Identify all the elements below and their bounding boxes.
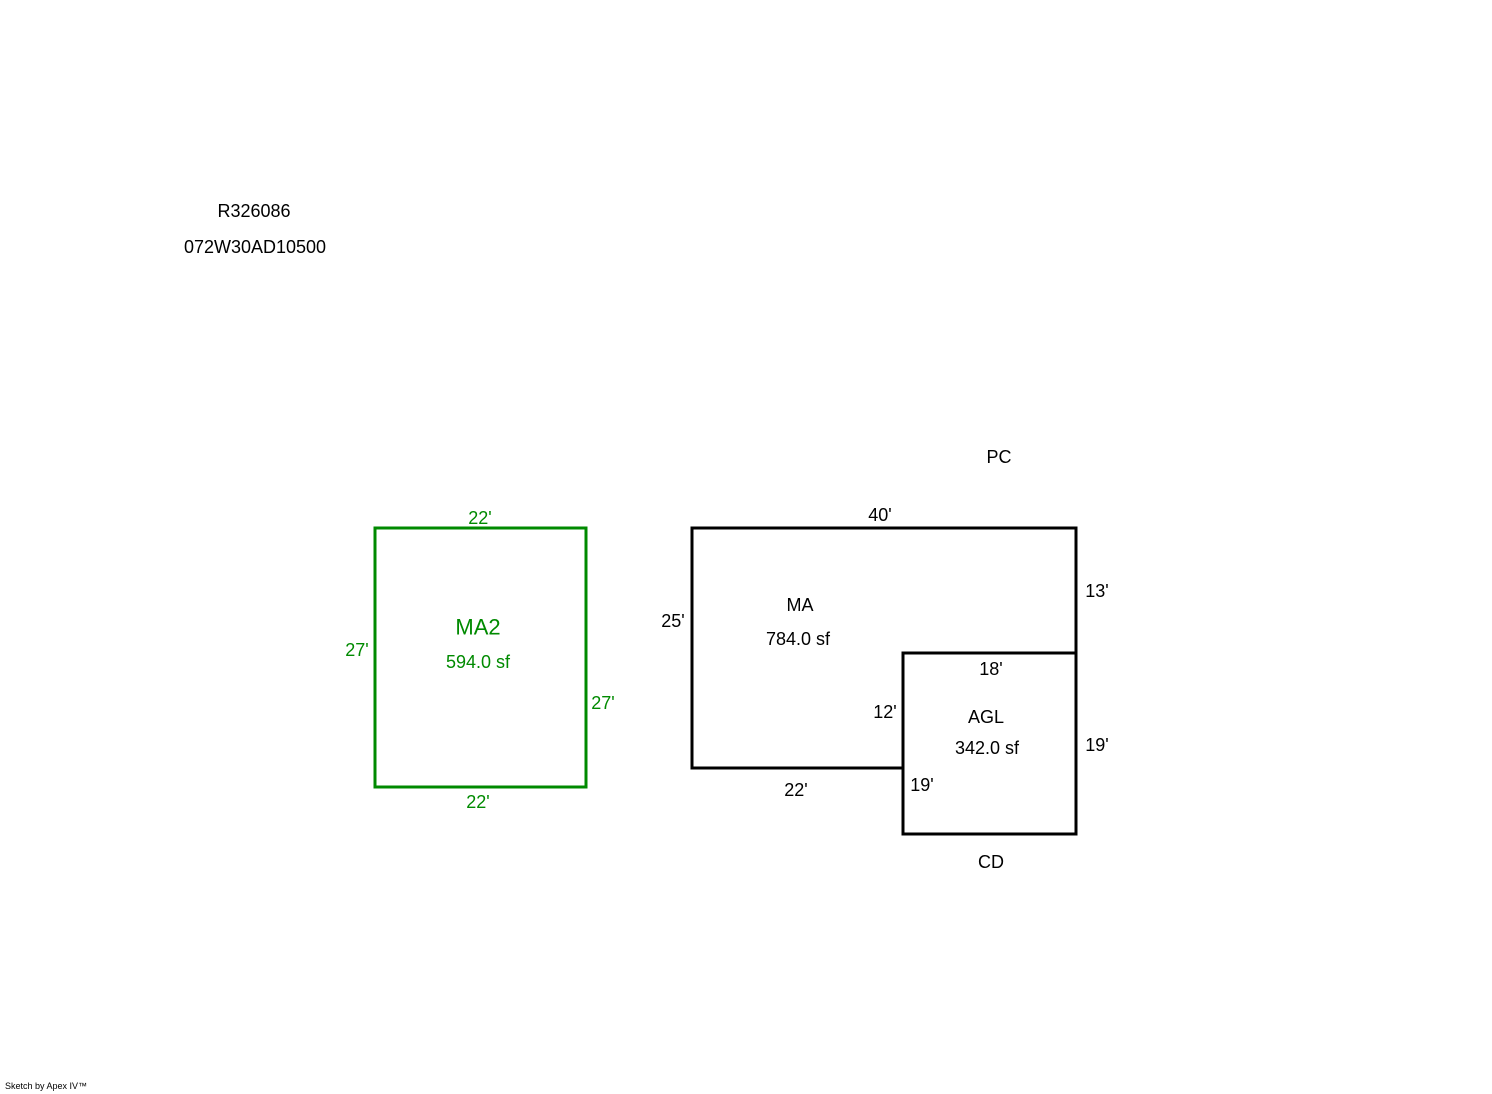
ma-label: MA [787,595,814,615]
map-tax-lot: 072W30AD10500 [184,237,326,257]
agl-outline [901,651,1078,836]
footer-credit: Sketch by Apex IV™ [5,1081,88,1091]
agl-label: AGL [968,707,1004,727]
ma2-area: 594.0 sf [446,652,511,672]
ma2-left-dim: 27' [345,640,368,660]
agl-right-dim: 19' [1085,735,1108,755]
ma-outline [690,526,1078,770]
ma2-right-dim: 27' [591,693,614,713]
ma-left-dim: 25' [661,611,684,631]
ma2-outline [373,526,588,789]
pc-annotation: PC [986,447,1011,467]
ma-area: 784.0 sf [766,629,831,649]
ma2-bottom-dim: 22' [466,792,489,812]
ma2-top-dim: 22' [468,508,491,528]
agl-left-dim: 19' [910,775,933,795]
ma-top-dim: 40' [868,505,891,525]
ma2-label: MA2 [455,615,500,640]
cd-annotation: CD [978,852,1004,872]
ma-right-dim: 13' [1085,581,1108,601]
ma-bottom-dim: 22' [784,780,807,800]
agl-area: 342.0 sf [955,738,1020,758]
agl-top-dim: 18' [979,659,1002,679]
ma-inner-dim: 12' [873,702,896,722]
record-id: R326086 [217,201,290,221]
